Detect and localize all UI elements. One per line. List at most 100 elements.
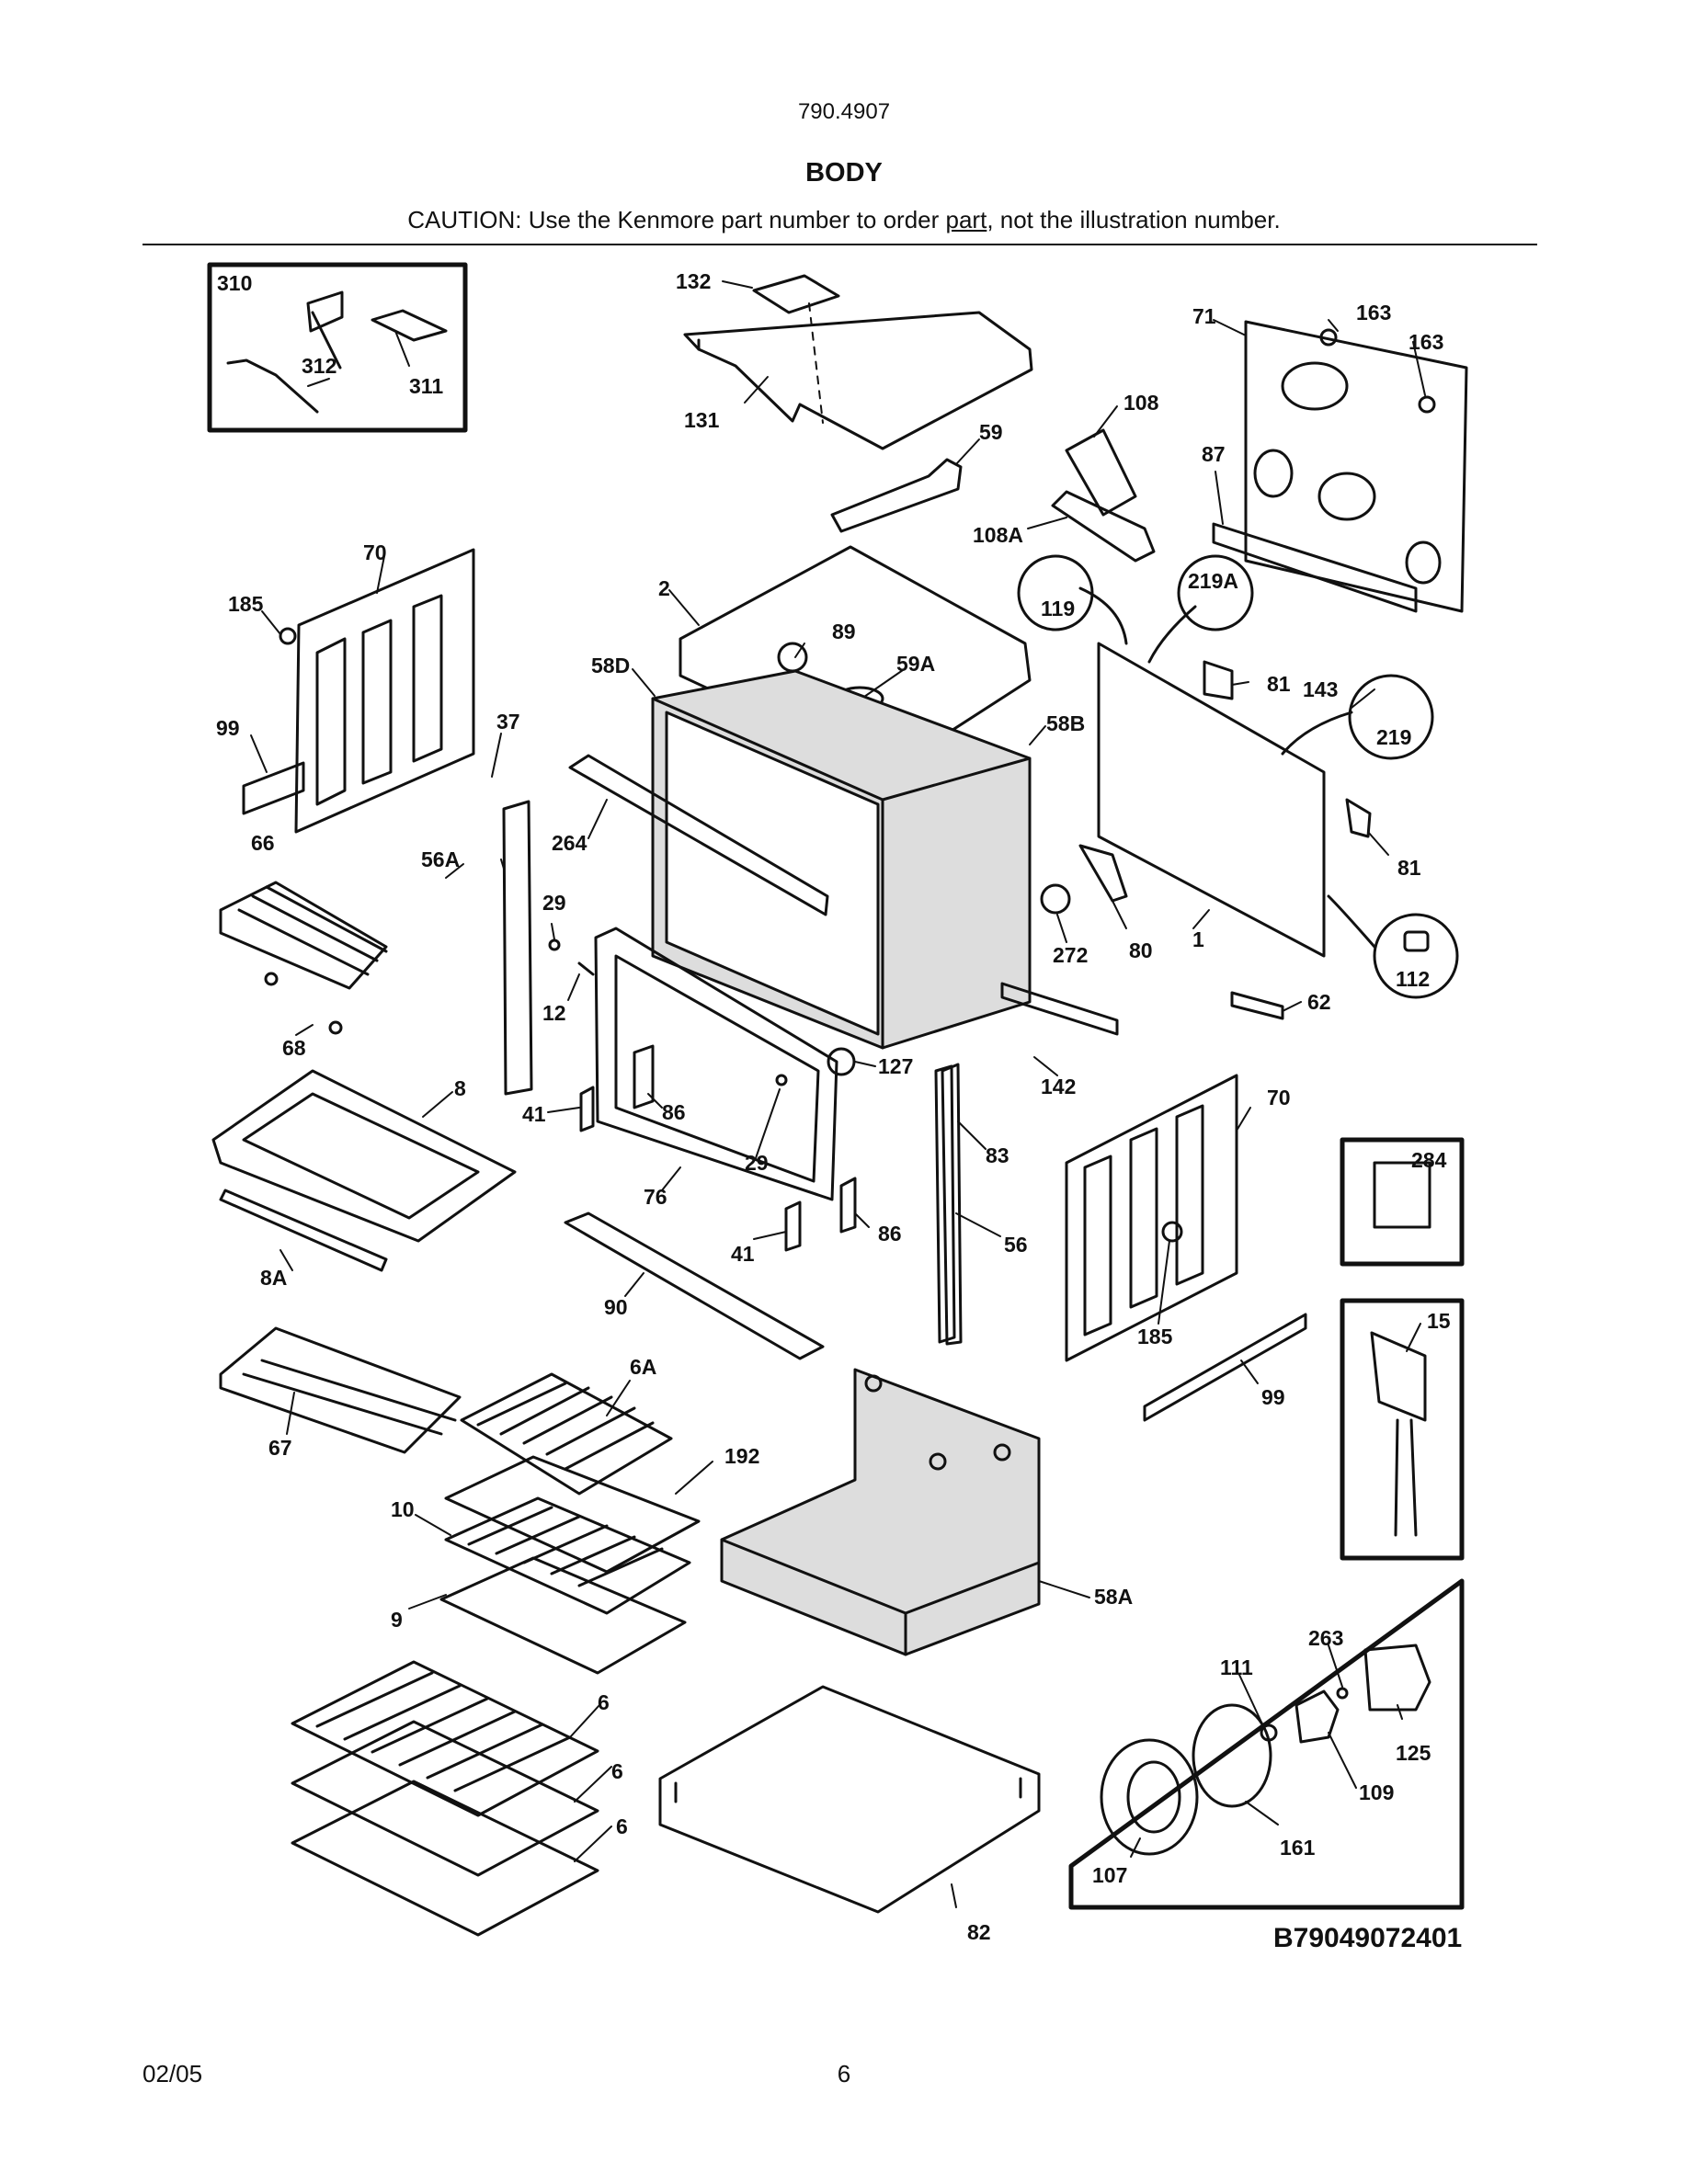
label-76: 76 (644, 1185, 667, 1209)
label-56A: 56A (421, 847, 460, 871)
part-108A-bracket (1051, 490, 1156, 563)
caution-prefix: CAUTION: Use the Kenmore part number to … (407, 206, 946, 233)
part-81-bracket-b (1345, 798, 1372, 838)
part-6A-rack (460, 1372, 673, 1496)
label-264: 264 (552, 831, 587, 855)
label-87: 87 (1202, 442, 1226, 466)
part-107-fan-cover (1100, 1738, 1199, 1856)
label-310: 310 (217, 271, 252, 295)
part-284-transformer (1373, 1161, 1431, 1229)
label-15: 15 (1427, 1309, 1451, 1333)
label-66: 66 (251, 831, 275, 855)
part-80-bracket (1078, 844, 1128, 903)
callout-labels: 310 312 311 132 131 59 163 163 71 108 87… (216, 269, 1462, 1953)
part-264-frame (568, 754, 829, 916)
label-219: 219 (1376, 725, 1411, 749)
part-41-hinge-b (784, 1200, 802, 1252)
label-90: 90 (604, 1295, 628, 1319)
inset-box-284 (1340, 1137, 1465, 1267)
label-6-a: 6 (598, 1690, 610, 1714)
label-41-b: 41 (731, 1242, 755, 1266)
part-29-screw-b (775, 1074, 788, 1086)
part-29-screw-a (548, 938, 561, 951)
part-125-motor (1363, 1644, 1431, 1712)
model-number: 790.4907 (797, 99, 891, 124)
inset-box-fan (1068, 1578, 1465, 1910)
label-68: 68 (282, 1036, 306, 1060)
label-29-a: 29 (542, 891, 566, 915)
label-70-a: 70 (363, 540, 387, 564)
part-70-side-panel-right (1065, 1074, 1238, 1362)
label-58B: 58B (1046, 711, 1085, 735)
dashed-guide (808, 302, 824, 424)
label-58A: 58A (1094, 1585, 1133, 1609)
label-107: 107 (1092, 1863, 1127, 1887)
label-58D: 58D (591, 654, 630, 677)
part-58A-bottom-panel (720, 1368, 1041, 1656)
label-71: 71 (1192, 304, 1216, 328)
label-56: 56 (1004, 1233, 1028, 1257)
label-10: 10 (391, 1497, 415, 1521)
label-143: 143 (1303, 677, 1338, 701)
label-29-b: 29 (745, 1151, 769, 1175)
label-86-a: 86 (662, 1100, 686, 1124)
part-41-hinge-a (579, 1086, 595, 1132)
part-76-frame (594, 927, 838, 1201)
label-6A: 6A (630, 1355, 656, 1379)
label-82: 82 (967, 1920, 991, 1944)
part-185-grommet-b (1161, 1221, 1183, 1243)
label-142: 142 (1041, 1075, 1076, 1098)
part-67-broil-element (219, 1326, 462, 1454)
part-1-rear-chassis (1097, 642, 1326, 958)
label-127: 127 (878, 1054, 913, 1078)
label-311: 311 (409, 374, 443, 398)
header-rule (143, 244, 1537, 245)
part-312-rod (226, 358, 319, 414)
label-131: 131 (684, 408, 720, 432)
label-2: 2 (658, 576, 670, 600)
label-111: 111 (1220, 1655, 1253, 1679)
label-89: 89 (832, 620, 856, 643)
label-86-b: 86 (878, 1222, 902, 1246)
part-6-rack-c (291, 1780, 599, 1937)
label-67: 67 (268, 1436, 292, 1460)
part-86-hinge-a (633, 1044, 655, 1109)
label-109: 109 (1359, 1780, 1394, 1804)
label-192: 192 (724, 1444, 759, 1468)
part-86-hinge-b (839, 1177, 857, 1234)
part-185-grommet-a (279, 627, 297, 645)
caution-text: CAUTION: Use the Kenmore part number to … (0, 206, 1688, 234)
part-192-insert (444, 1455, 701, 1574)
part-272-capacitor (1040, 883, 1071, 915)
label-108A: 108A (973, 523, 1023, 547)
caution-part-word: part (945, 206, 987, 233)
inset-box-310 (207, 262, 468, 433)
label-59: 59 (979, 420, 1003, 444)
callout-circle-112 (1373, 913, 1459, 999)
label-83: 83 (986, 1143, 1009, 1167)
part-62-block (1230, 991, 1284, 1020)
label-81-b: 81 (1397, 856, 1421, 880)
label-62: 62 (1307, 990, 1331, 1014)
caution-suffix: , not the illustration number. (987, 206, 1281, 233)
page-title: BODY (805, 158, 883, 188)
label-37: 37 (496, 710, 520, 734)
part-142-rail (1000, 982, 1119, 1036)
part-10-broiler-grid (444, 1496, 691, 1615)
label-119: 119 (1041, 597, 1075, 620)
part-56A-rail (502, 800, 533, 1096)
label-185-b: 185 (1137, 1325, 1173, 1348)
part-263-washer (1336, 1687, 1349, 1700)
label-219A: 219A (1188, 569, 1238, 593)
part-111-nut (1260, 1723, 1278, 1742)
part-132-plate (752, 274, 840, 314)
label-12: 12 (542, 1001, 566, 1025)
part-9-broiler-pan (439, 1556, 687, 1675)
part-163-grommet-a (1319, 328, 1338, 347)
part-8A-strip (219, 1189, 388, 1272)
label-125: 125 (1396, 1741, 1431, 1765)
label-163-b: 163 (1409, 330, 1443, 354)
part-68-clip-b (328, 1020, 343, 1035)
part-15-sensor (1370, 1331, 1427, 1537)
label-6-c: 6 (616, 1814, 628, 1838)
